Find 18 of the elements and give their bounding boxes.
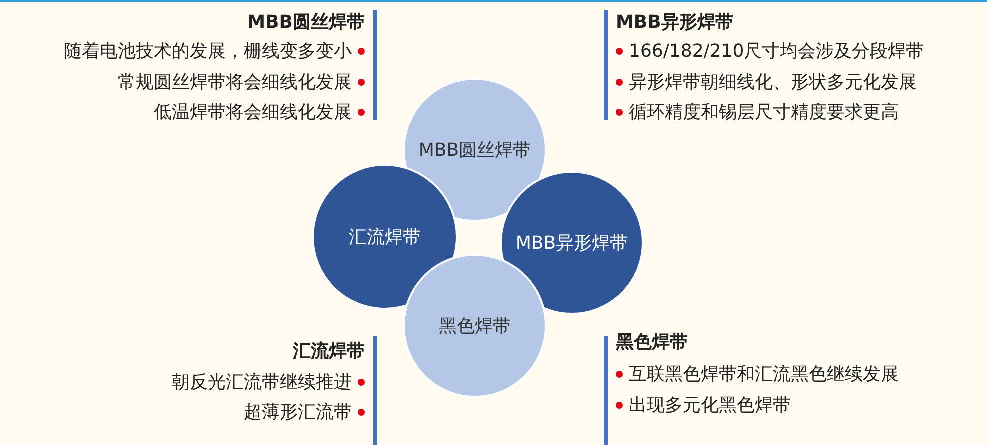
section-heading: 黑色焊带	[616, 331, 688, 354]
circle-label: 汇流焊带	[349, 226, 421, 249]
bullet-text: 166/182/210尺寸均会涉及分段焊带	[629, 40, 924, 63]
bullet-text: 随着电池技术的发展，栅线变多变小	[64, 40, 352, 63]
bullet-text: 朝反光汇流带继续推进	[172, 371, 352, 394]
bullet-text: 互联黑色焊带和汇流黑色继续发展	[629, 363, 899, 386]
bullet-text: 出现多元化黑色焊带	[629, 394, 791, 417]
bullet-text: 超薄形汇流带	[244, 401, 352, 424]
bullet-text: 循环精度和锡层尺寸精度要求更高	[629, 101, 899, 124]
circle-label: MBB异形焊带	[516, 232, 628, 255]
bullet-text: 异形焊带朝细线化、形状多元化发展	[629, 71, 917, 94]
section-heading: 汇流焊带	[293, 340, 365, 363]
section-heading: MBB异形焊带	[616, 11, 734, 34]
bullet-text: 低温焊带将会细线化发展	[154, 101, 352, 124]
circle-label: 黑色焊带	[439, 315, 511, 338]
section-heading: MBB圆丝焊带	[248, 11, 365, 34]
bullet-text: 常规圆丝焊带将会细线化发展	[118, 71, 352, 94]
circle-label: MBB圆丝焊带	[418, 139, 532, 162]
